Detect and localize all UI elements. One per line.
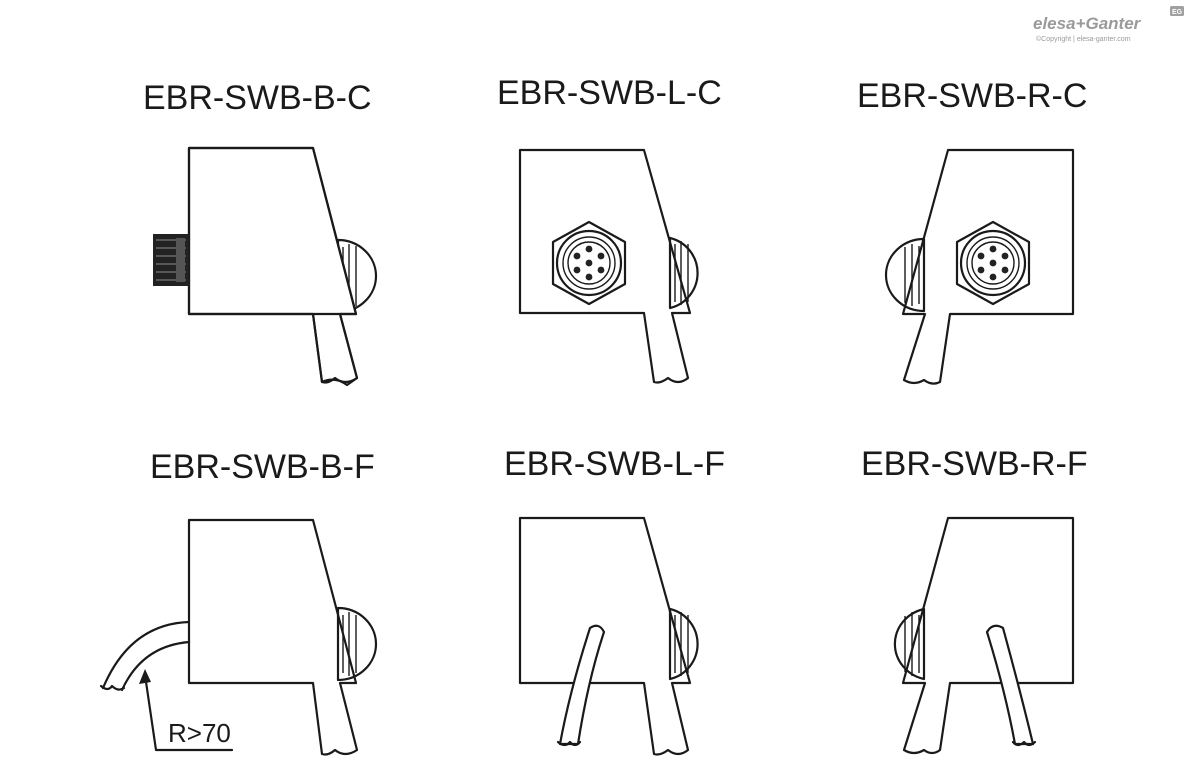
bend-radius-dimension: R>70 [168,718,231,748]
logo-badge-text: EG [1172,9,1183,16]
connector-left-icon [518,148,699,384]
variant-label-l-f: EBR-SWB-L-F [504,445,725,483]
logo-copyright-text: ©Copyright | elesa-ganter.com [1036,35,1131,43]
variant-label-b-c: EBR-SWB-B-C [143,79,372,117]
elesa-ganter-logo: elesa+Ganter EG ©Copyright | elesa-gante… [1033,6,1184,43]
free-cable-back-icon: R>70 [99,518,378,756]
variant-label-r-f: EBR-SWB-R-F [861,445,1088,483]
variant-label-r-c: EBR-SWB-R-C [857,77,1087,115]
cable-connector-back-icon [153,146,378,387]
variant-label-b-f: EBR-SWB-B-F [150,448,375,486]
free-cable-right-icon [893,516,1075,755]
connector-right-icon [884,148,1075,385]
free-cable-left-icon [518,516,699,756]
logo-badge-shape [1170,6,1184,16]
logo-brand-text: elesa+Ganter [1033,14,1142,33]
variant-label-l-c: EBR-SWB-L-C [497,74,722,112]
